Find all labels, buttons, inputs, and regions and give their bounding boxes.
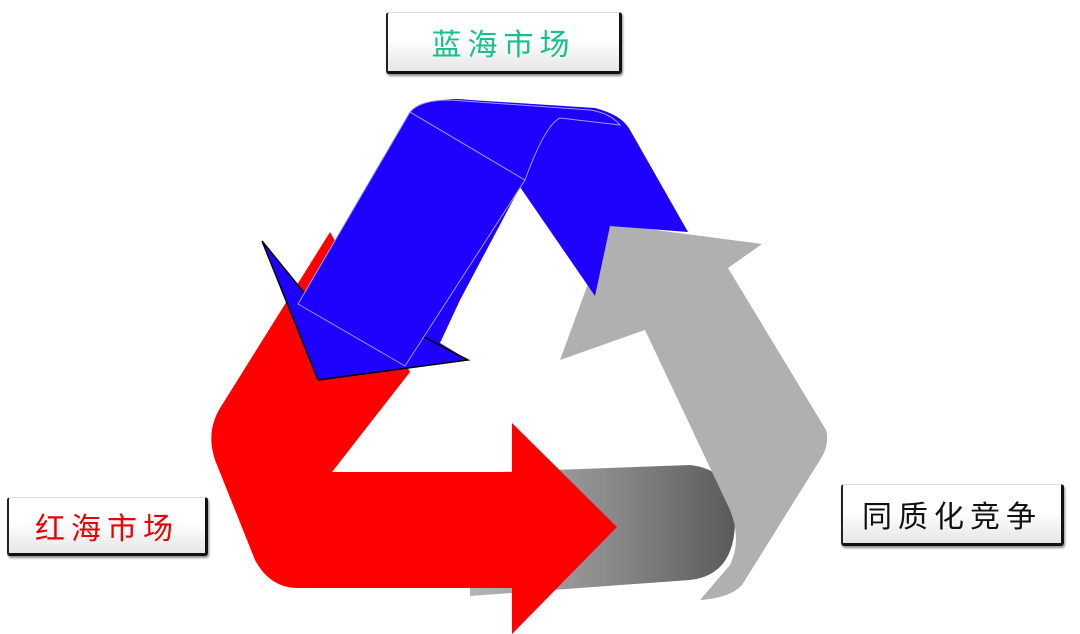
homogeneous-competition-label: 同质化竞争 [841, 484, 1064, 546]
blue-ocean-label: 蓝海市场 [386, 12, 622, 74]
red-ocean-label: 红海市场 [7, 497, 208, 556]
gray-arrow [560, 224, 828, 600]
homogeneous-competition-text: 同质化竞争 [862, 500, 1042, 535]
blue-arrow [261, 99, 688, 381]
blue-ocean-text: 蓝海市场 [431, 28, 576, 63]
red-ocean-text: 红海市场 [35, 511, 179, 547]
